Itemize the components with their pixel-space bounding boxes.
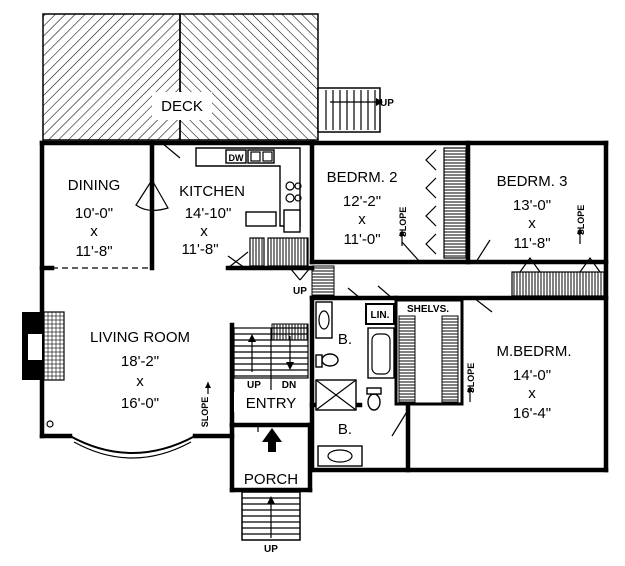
bedroom2-name: BEDRM. 2 [327, 169, 398, 186]
room-living: LIVING ROOM 18'-2" x 16'-0" [90, 329, 190, 412]
hall-up-label: UP [293, 286, 307, 297]
dining-dim2: 11'-8" [75, 243, 112, 260]
room-master: M.BEDRM. 14'-0" x 16'-4" [497, 343, 572, 422]
bedroom2-dim1: 12'-2" [343, 193, 381, 210]
entry-label: ENTRY [246, 395, 297, 412]
vanity-upper [315, 301, 333, 339]
room-dining: DINING 10'-0" x 11'-8" [68, 177, 121, 260]
dining-name: DINING [68, 177, 121, 194]
bedroom3-name: BEDRM. 3 [497, 173, 568, 190]
porch-label: PORCH [244, 471, 298, 488]
entry-label-bg [234, 392, 308, 412]
slope-label-master: SLOPE [466, 363, 476, 394]
porch-stairs: UP [241, 491, 301, 555]
bay-window [69, 435, 196, 459]
master-dim1: 14'-0" [513, 367, 551, 384]
living-x: x [136, 373, 144, 390]
kitchen-dim1: 14'-10" [185, 205, 232, 222]
bedroom2-closet [425, 147, 467, 259]
slope-label-bedroom2: SLOPE [398, 207, 408, 238]
linen-closet [365, 303, 395, 325]
stair-dn-label: DN [282, 380, 296, 391]
deck-stairs: UP [317, 87, 394, 133]
master-closets: SHELVS. LIN. [365, 298, 464, 406]
kitchen-dim2: 11'-8" [181, 241, 218, 258]
dining-dim1: 10'-0" [75, 205, 113, 222]
bedroom3-dim1: 13'-0" [513, 197, 551, 214]
entry-arrow [262, 428, 282, 452]
kitchen-x: x [200, 223, 208, 240]
bedroom2-x: x [358, 211, 366, 228]
shelves-label: SHELVS. [407, 304, 449, 315]
slope-marker-bedroom2: SLOPE [398, 207, 408, 246]
refrigerator [245, 211, 277, 227]
kitchen-closet [267, 237, 309, 267]
living-dim1: 18'-2" [121, 353, 159, 370]
thermostat-icon [46, 420, 54, 428]
slope-label-bedroom3: SLOPE [576, 205, 586, 236]
fireplace [22, 311, 65, 381]
master-name: M.BEDRM. [497, 343, 572, 360]
doors [135, 142, 493, 437]
stove-burner [285, 181, 295, 191]
porch-up-label: UP [264, 544, 278, 555]
bedroom2-dim2: 11'-0" [343, 231, 380, 248]
room-kitchen: KITCHEN 14'-10" x 11'-8" [179, 183, 245, 258]
room-bedroom2: BEDRM. 2 12'-2" x 11'-0" [327, 169, 398, 248]
dishwasher [225, 149, 247, 164]
slope-marker-living: SLOPE [200, 382, 211, 427]
bedroom3-x: x [528, 215, 536, 232]
dining-x: x [90, 223, 98, 240]
kitchen-closet-2 [249, 237, 265, 267]
hall-stairs: UP [293, 265, 335, 297]
toilet-upper [321, 353, 339, 367]
bath-upper-label: B. [338, 331, 352, 348]
slope-marker-master: SLOPE [466, 363, 476, 402]
slope-marker-bedroom3: SLOPE [576, 205, 586, 244]
dishwasher-label: DW [229, 153, 244, 163]
deck-stair-label: UP [380, 98, 394, 109]
living-name: LIVING ROOM [90, 329, 190, 346]
toilet-lower [367, 393, 381, 411]
linen-label: LIN. [371, 310, 390, 321]
openings [52, 261, 468, 269]
living-dim2: 16'-0" [121, 395, 159, 412]
kitchen-name: KITCHEN [179, 183, 245, 200]
bedroom3-dim2: 11'-8" [513, 235, 550, 252]
bedroom3-closet [511, 256, 605, 297]
vanity-lower [317, 445, 363, 467]
deck-label: DECK [161, 98, 203, 115]
deck: DECK [42, 13, 319, 141]
bath-fixtures [315, 301, 395, 467]
slope-label-living: SLOPE [200, 397, 210, 428]
kitchen-sink [247, 149, 275, 164]
interior-stairs: UP DN [233, 323, 309, 391]
stair-up-label: UP [247, 380, 261, 391]
bath-lower-label: B. [338, 421, 352, 438]
kitchen-counters: DW [195, 147, 302, 233]
master-dim2: 16'-4" [513, 405, 551, 422]
master-x: x [528, 385, 536, 402]
deck-label-bg [152, 92, 212, 120]
exterior-walls [39, 140, 609, 493]
room-bedroom3: BEDRM. 3 13'-0" x 11'-8" [497, 173, 568, 252]
